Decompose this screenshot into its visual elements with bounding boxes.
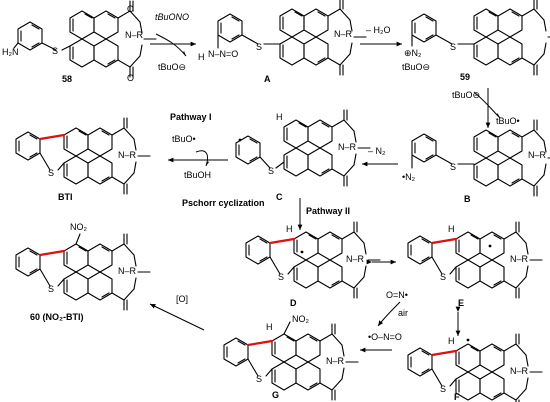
sulfur-label: S [268,166,274,176]
reaction-arrow-oxidation: [O] [149,294,205,331]
compound-60: NO₂ S N–R 60 (NO₂-BTI) [15,222,151,322]
reagent-tbuo-radical: tBuO• [172,134,196,144]
h-label: H [286,224,293,234]
nitro-label: NO₂ [292,314,310,324]
radical-trap-reagents: O=N• air •O–N=O [360,290,408,353]
pathway-2-label: Pathway II [306,206,350,216]
byproduct-tbuoh: tBuOH [184,170,211,180]
h-label: H [198,52,205,62]
compound-label-C: C [276,192,283,202]
imide-nr-label: N–R [346,254,365,264]
sulfur-label: S [48,168,54,178]
reaction-arrow-dehydration: – H₂O [360,25,402,47]
reagent-no-radical: O=N• [386,290,408,300]
compound-G: H NO₂ S N–R G [223,314,359,401]
reagent-tbuono: tBuONO [155,12,189,22]
imide-nr-label: N–R [125,30,144,40]
compound-label-60: 60 (NO₂-BTI) [30,312,84,322]
sulfur-label: S [256,42,262,52]
reaction-arrow-set: tBuO⊖ tBuO• [452,88,520,128]
h-label: H [276,112,283,122]
reagent-tbuo-anion: tBuO⊖ [158,62,186,72]
new-bond-highlight [268,237,296,245]
compound-59: S ⊕N₂ tBuO⊖ 59 [402,0,550,82]
compound-label-59: 59 [460,72,470,82]
amine-label: H₂N [2,47,19,57]
new-bond-highlight [38,249,66,257]
pathway-1-label: Pathway I [170,112,212,122]
compound-label-B: B [464,194,471,204]
compound-label-58: 58 [62,74,72,84]
imide-nr-label: N–R [528,150,547,160]
compound-label-E: E [458,298,464,308]
sulfur-label: S [450,162,456,172]
sulfur-label: S [440,272,446,282]
new-bond-highlight [246,339,274,347]
sulfur-label: S [52,46,58,56]
compound-E: H S N–R E [407,221,543,308]
diazonium-label: ⊕N₂ [404,48,422,58]
nitro-label: NO₂ [70,222,88,232]
reagent-oxidation: [O] [176,294,188,304]
compound-58: S H₂N N–R O O 58 [2,0,157,84]
compound-label-D: D [290,298,297,308]
sulfur-label: S [256,374,262,384]
compound-label-BTI: BTI [58,192,73,202]
reaction-arrow-pathway-2: Pathway II [297,198,350,230]
compound-label-G: G [272,390,279,400]
compound-label-A: A [264,74,271,84]
new-bond-highlight [38,133,66,141]
imide-nr-label: N–R [510,366,529,376]
reagent-tbuo-anion: tBuO⊖ [452,90,480,100]
compound-B: S •N₂ N–R B [402,119,550,204]
pschorr-cyclization-label: Pschorr cyclization [182,198,265,208]
h-label: H [266,322,273,332]
compound-BTI: S N–R BTI [15,117,151,202]
compound-C: S H N–R C [235,109,371,202]
counterion-tbuo: tBuO⊖ [402,62,430,72]
reagent-minus-water: – H₂O [366,25,391,35]
new-bond-highlight [430,237,458,245]
compound-F: H S N–R F [407,333,543,402]
reagent-no2-radical: •O–N=O [368,332,402,342]
carbonyl-o-label: O [127,4,134,14]
imide-nr-label: N–R [118,266,137,276]
new-bond-highlight [430,349,458,357]
reagent-minus-n2: – N₂ [368,146,386,156]
imide-nr-label: N–R [326,356,345,366]
imide-nr-label: N–R [334,29,353,39]
diazenyl-radical-label: •N₂ [402,172,416,182]
imide-nr-label: N–R [510,254,529,264]
imide-nr-label: N–R [338,142,357,152]
reaction-arrow-n2-loss: – N₂ [362,146,398,167]
reagent-tbuo-radical: tBuO• [496,116,520,126]
sulfur-label: S [278,272,284,282]
imide-nr-label: N–R [118,150,137,160]
reaction-arrow-diazotization: tBuONO tBuO⊖ [150,12,196,72]
nitrosamine-label: N–N=O [208,49,238,59]
compound-D: H S N–R D [245,221,381,308]
sulfur-label: S [48,284,54,294]
sulfur-label: S [440,384,446,394]
reagent-air: air [398,308,408,318]
compound-A: S H N–N=O N–R A [198,0,367,84]
h-label: H [448,336,455,346]
reaction-arrow-pathway-1: Pathway I tBuO• tBuOH Pschorr cyclizatio… [168,112,265,208]
carbonyl-o-label: O [127,73,134,83]
compound-label-F: F [454,392,460,402]
sulfur-label: S [450,42,456,52]
h-label: H [448,224,455,234]
